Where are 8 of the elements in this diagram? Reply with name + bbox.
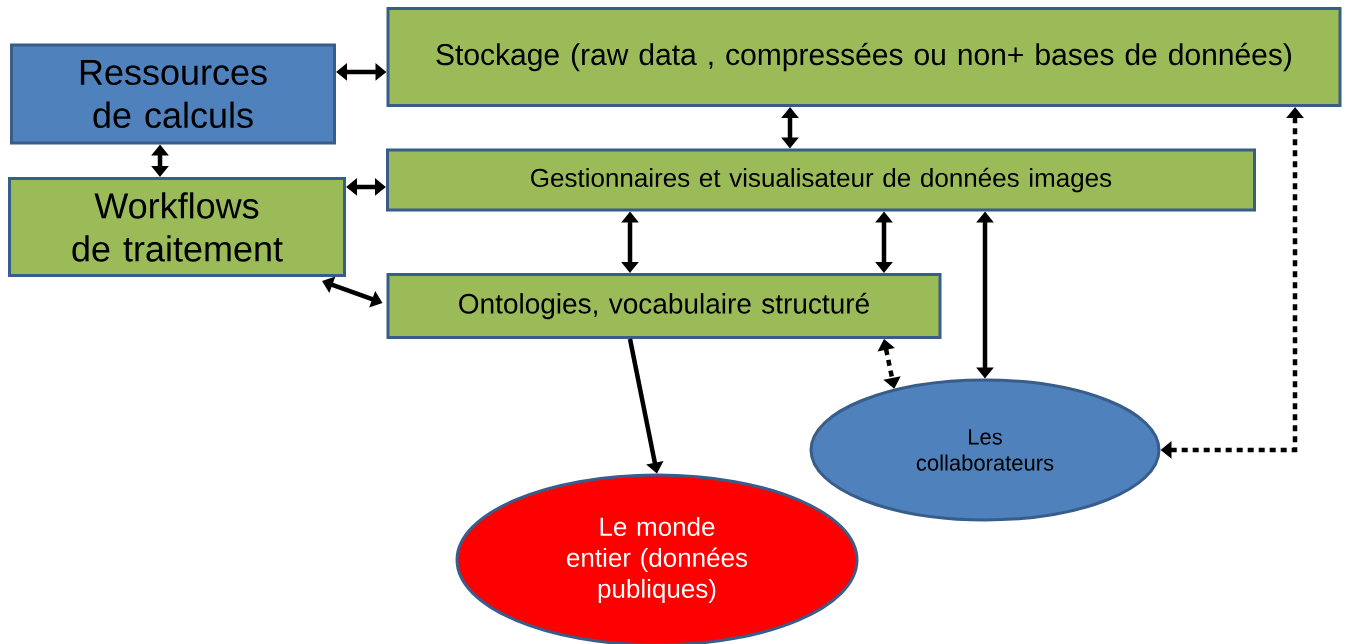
process-box: Workflows de traitement [8, 177, 346, 277]
ellipse-node: Le monde entier (données publiques) [455, 473, 859, 644]
process-box: Ressources de calculs [10, 43, 336, 145]
ellipse-node: Les collaborateurs [809, 378, 1161, 522]
process-box: Stockage (raw data , compressées ou non+ bases de données) [386, 7, 1342, 107]
process-box: Ontologies, vocabulaire structuré [386, 273, 942, 339]
process-box: Gestionnaires et visualisateur de données images [386, 148, 1256, 212]
arrow [346, 178, 386, 196]
